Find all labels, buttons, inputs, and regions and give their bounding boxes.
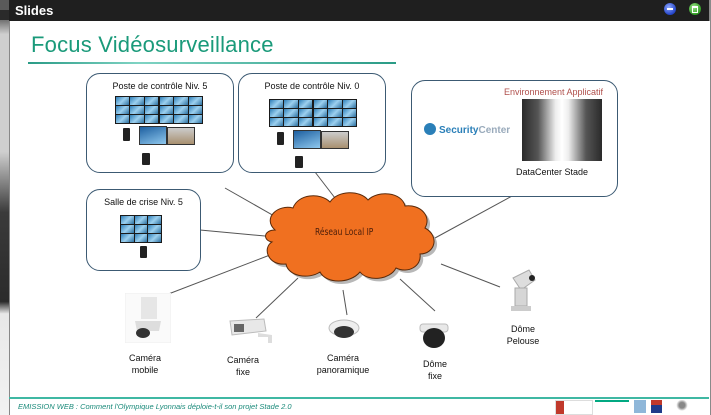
- mobile-camera-icon: [125, 293, 171, 343]
- site-box-crise-niv5: Salle de crise Niv. 5: [86, 189, 201, 271]
- camera-label-line2: panoramique: [316, 365, 370, 375]
- datacenter-image: [522, 99, 602, 161]
- window-titlebar: Slides: [9, 0, 709, 21]
- link-env: [434, 195, 513, 239]
- monitor-icon: [167, 127, 195, 145]
- camera-label-line1: Caméra: [326, 353, 359, 363]
- ptz-dome-icon: [511, 269, 536, 311]
- window-border: [709, 0, 711, 415]
- logo-text-security: Security: [439, 125, 479, 136]
- site-label: Poste de contrôle Niv. 0: [264, 81, 360, 91]
- workstation-icon: [295, 156, 303, 168]
- link-cam-mobile: [157, 254, 271, 299]
- workstation-icon: [123, 128, 130, 141]
- lemonde-informatique-logo: [555, 400, 593, 415]
- camera-label: Caméra mobile: [120, 352, 170, 376]
- camera-label-line1: Dôme: [422, 359, 447, 369]
- slide-title: Focus Vidéosurveillance: [31, 32, 274, 57]
- video-wall-icon: [313, 99, 357, 127]
- link-pc-niv0: [314, 171, 336, 199]
- network-cloud: [265, 192, 438, 284]
- panoramic-camera-icon: [328, 319, 360, 338]
- site-box-pc-niv0: Poste de contrôle Niv. 0: [238, 73, 386, 173]
- ol-logo: [651, 400, 662, 413]
- hpe-logo: [595, 400, 629, 415]
- link-dome-pelouse: [440, 263, 501, 288]
- monitor-icon: [293, 130, 321, 149]
- logo-text-center: Center: [478, 125, 511, 136]
- camera-label-line1: Dôme: [510, 324, 535, 334]
- workstation-icon: [140, 246, 147, 258]
- partner-logo: [670, 400, 694, 413]
- link-crise: [199, 229, 266, 237]
- site-box-pc-niv5: Poste de contrôle Niv. 5: [86, 73, 234, 173]
- monitor-icon: [321, 131, 349, 149]
- network-label: Réseau Local IP: [315, 227, 374, 238]
- workstation-icon: [142, 153, 150, 165]
- site-label: Salle de crise Niv. 5: [104, 197, 183, 207]
- site-label: Poste de contrôle Niv. 5: [112, 81, 208, 91]
- monitor-icon: [139, 126, 167, 145]
- environment-box: Environnement Applicatif SecurityCenter …: [411, 80, 618, 197]
- maximize-icon[interactable]: [689, 3, 701, 15]
- security-center-icon: [424, 123, 436, 135]
- link-cam-fixe: [255, 277, 299, 319]
- link-cam-pano: [342, 289, 348, 316]
- datacenter-label: DataCenter Stade: [516, 167, 589, 177]
- camera-label-line2: fixe: [235, 367, 250, 377]
- environment-title: Environnement Applicatif: [503, 87, 603, 97]
- camera-label-line2: Pelouse: [506, 336, 540, 346]
- camera-label: Caméra fixe: [218, 354, 268, 378]
- footer-text: EMISSION WEB : Comment l'Olympique Lyonn…: [18, 402, 292, 411]
- camera-label-line2: fixe: [427, 371, 442, 381]
- partner-logos: [555, 400, 705, 415]
- footer-divider: [9, 397, 709, 399]
- video-wall-icon: [115, 96, 159, 124]
- camera-label-line1: Caméra: [128, 353, 161, 363]
- camera-label: Dôme fixe: [410, 358, 460, 382]
- video-wall-icon: [159, 96, 203, 124]
- minimize-icon[interactable]: [664, 3, 676, 15]
- fixed-dome-icon: [419, 323, 449, 348]
- window-title: Slides: [15, 3, 54, 18]
- camera-label-line2: mobile: [131, 365, 159, 375]
- video-wall-icon: [120, 215, 162, 243]
- fixed-camera-icon: [229, 318, 272, 343]
- link-dome-fixe: [399, 278, 436, 312]
- security-center-logo: SecurityCenter: [424, 123, 510, 136]
- background-video-strip: [0, 10, 9, 415]
- title-underline: [28, 62, 396, 64]
- genetec-logo: [634, 400, 646, 413]
- camera-label: Caméra panoramique: [310, 352, 376, 376]
- workstation-icon: [277, 132, 284, 145]
- video-wall-icon: [269, 99, 313, 127]
- camera-label-line1: Caméra: [226, 355, 259, 365]
